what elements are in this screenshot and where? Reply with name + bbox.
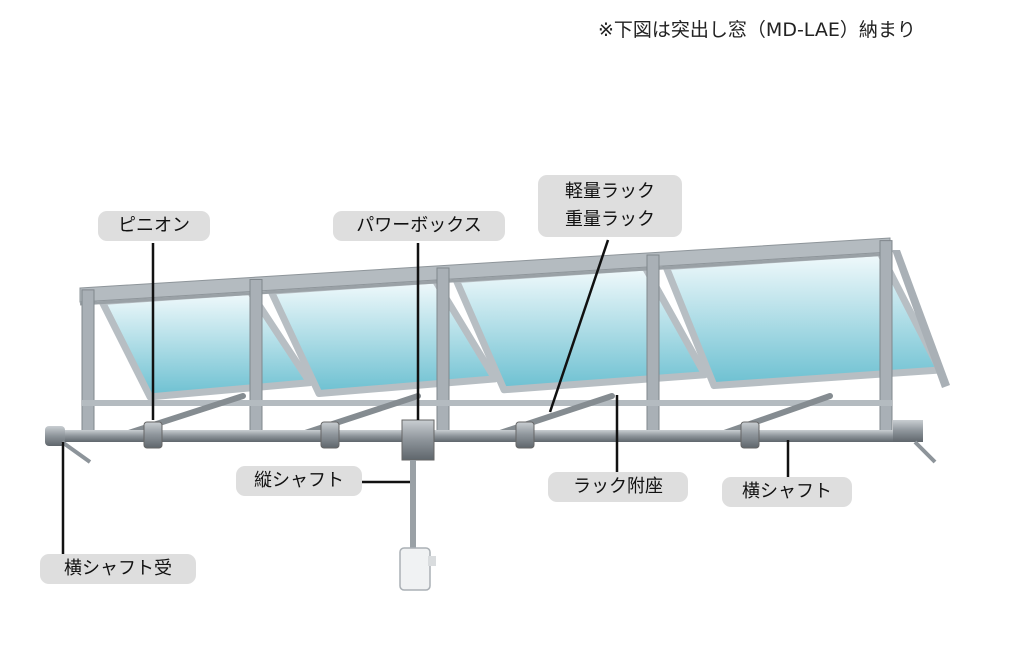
label-rack-heavy: 重量ラック xyxy=(565,209,655,230)
operator-handle-unit xyxy=(399,547,431,591)
label-pinion: ピニオン xyxy=(98,211,210,241)
leader-lines xyxy=(61,239,790,555)
label-rack: 軽量ラック 重量ラック xyxy=(538,175,682,237)
note-caption: ※下図は突出し窓（MD-LAE）納まり xyxy=(598,19,916,41)
shaft-bearing-left xyxy=(45,426,65,446)
label-rack-seat: ラック附座 xyxy=(548,472,688,502)
pinion-1 xyxy=(143,421,163,449)
shaft-bearing-right xyxy=(893,420,923,442)
frame-end-brace xyxy=(892,250,950,388)
bearing-bracket-left xyxy=(60,440,92,464)
pinion-4 xyxy=(740,421,760,449)
glass-sash-3 xyxy=(452,263,709,394)
frame-post-5 xyxy=(879,240,893,439)
bearing-bracket-right xyxy=(913,440,937,464)
frame-post-2 xyxy=(249,279,263,439)
label-horizontal-shaft: 横シャフト xyxy=(722,477,852,507)
glass-sash-4 xyxy=(662,249,944,390)
leader-rack xyxy=(548,239,610,413)
frame-top-inner xyxy=(79,252,891,306)
operator-handle-knob xyxy=(428,556,436,566)
vertical-shaft xyxy=(410,460,416,548)
pinion-3 xyxy=(515,421,535,449)
frame-post-1 xyxy=(81,289,95,439)
label-vertical-shaft: 縦シャフト xyxy=(236,466,362,496)
pinion-2 xyxy=(320,421,340,449)
operator-mechanism xyxy=(45,393,937,591)
label-rack-light: 軽量ラック xyxy=(565,181,655,202)
window-frame xyxy=(79,237,950,439)
frame-post-3 xyxy=(436,267,450,439)
horizontal-shaft xyxy=(48,430,898,442)
label-power-box: パワーボックス xyxy=(333,211,505,241)
frame-post-4 xyxy=(646,254,660,439)
frame-sill xyxy=(82,400,892,406)
label-horizontal-shaft-bearing: 横シャフト受 xyxy=(40,554,196,584)
power-box xyxy=(401,419,435,461)
